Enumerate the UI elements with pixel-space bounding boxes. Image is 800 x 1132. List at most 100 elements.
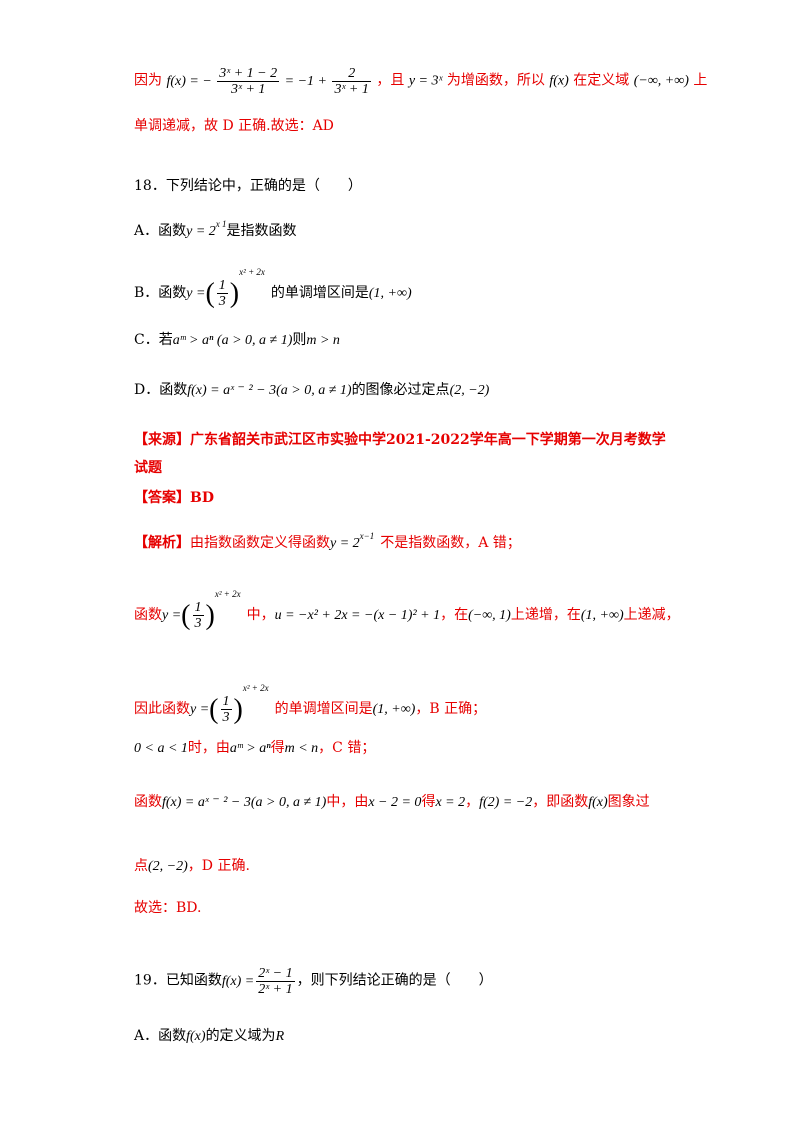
math-exp: x−1 — [359, 531, 375, 541]
math-y: y = — [186, 286, 206, 301]
den: 3 — [218, 294, 226, 310]
den: 2ˣ + 1 — [258, 982, 293, 997]
q18-option-c: C．若aᵐ > aⁿ (a > 0, a ≠ 1)则m > n — [134, 330, 340, 351]
text: 在定义域 — [573, 72, 630, 89]
text: 因此函数 — [134, 701, 190, 717]
q19-option-a: A．函数f(x)的定义域为R — [134, 1026, 284, 1047]
text: 点 — [134, 858, 148, 874]
num: 1 — [216, 278, 228, 295]
q18-option-a: A．函数y = 2x 1是指数函数 — [134, 214, 297, 242]
option-text: 则 — [292, 332, 307, 348]
math-exp: x 1 — [215, 219, 227, 229]
frac2-num: 2 — [332, 66, 371, 82]
source-label: 【来源】 — [134, 432, 190, 448]
math-fx-lhs: f(x) = − — [166, 73, 212, 89]
option-text: 的定义域为 — [205, 1028, 276, 1044]
fraction-2: 2 3ˣ + 1 — [332, 66, 371, 97]
analysis-line5: 函数f(x) = aˣ ⁻ ² − 3(a > 0, a ≠ 1)中，由x − … — [134, 792, 650, 813]
math-exp: x² + 2x — [214, 589, 241, 599]
math: f(2) = −2 — [479, 795, 533, 810]
text: 函数 — [134, 607, 162, 623]
math-interval: (1, +∞) — [580, 608, 624, 623]
num: 1 — [220, 694, 232, 711]
text: 不是指数函数，A 错； — [380, 535, 521, 551]
text: ， — [465, 794, 480, 810]
source-text: 广东省韶关市武江区市实验中学2021-2022学年高一下学期第一次月考数学 — [190, 432, 666, 448]
analysis-line7: 故选：BD. — [134, 900, 202, 916]
text: 因为 — [134, 72, 162, 89]
math-y: y = — [190, 702, 210, 717]
math-interval: (1, +∞) — [372, 702, 416, 717]
num: 2ˣ − 1 — [256, 966, 295, 982]
math: x − 2 = 0 — [368, 795, 422, 810]
text: 19．已知函数 — [134, 972, 222, 989]
math-fx: f(x) = − 3ˣ + 1 − 2 3ˣ + 1 = −1 + 2 3ˣ +… — [166, 66, 376, 97]
analysis-line4: 0 < a < 1时，由aᵐ > aⁿ得m < n，C 错； — [134, 738, 375, 759]
text: 中， — [246, 607, 275, 623]
q18-option-d: D．函数f(x) = aˣ ⁻ ² − 3(a > 0, a ≠ 1)的图像必过… — [134, 380, 489, 401]
answer-line: 【答案】BD — [134, 488, 214, 508]
q18-stem: 18．下列结论中，正确的是（ ） — [134, 178, 362, 194]
text: 中，由 — [326, 794, 369, 810]
left-paren: ( — [181, 599, 191, 631]
left-paren: ( — [205, 277, 215, 309]
option-text: 的单调增区间是 — [270, 285, 369, 301]
math-f: f(x) — [549, 73, 569, 89]
text: ，C 错； — [318, 740, 376, 756]
text: 上递减， — [623, 607, 680, 623]
math-R: R — [275, 1029, 285, 1044]
text: 为增函数，所以 — [446, 72, 545, 89]
text: ，即函数 — [532, 794, 589, 810]
math-exp: x² + 2x — [242, 683, 269, 693]
text: 函数 — [134, 794, 162, 810]
math-y3x: y = 3ˣ — [408, 73, 443, 89]
option-label: D．函数 — [134, 382, 188, 398]
math-base: y = 2 — [330, 536, 360, 551]
math: x = 2 — [435, 795, 466, 810]
math-c: aᵐ > aⁿ (a > 0, a ≠ 1) — [172, 333, 293, 348]
option-label: A．函数 — [134, 1028, 187, 1044]
fraction-1: 3ˣ + 1 − 2 3ˣ + 1 — [217, 66, 280, 97]
text: 得 — [270, 740, 285, 756]
q17-conclusion-line1: 因为 f(x) = − 3ˣ + 1 − 2 3ˣ + 1 = −1 + 2 3… — [134, 66, 707, 97]
q17-conclusion-line2: 单调递减，故 D 正确.故选：AD — [134, 118, 334, 134]
text: 时，由 — [187, 740, 230, 756]
den: 3 — [222, 710, 230, 726]
math-point: (2, −2) — [148, 859, 188, 874]
math-f: f(x) — [186, 1029, 206, 1044]
text: 由指数函数定义得函数 — [190, 535, 330, 551]
text: 上 — [693, 72, 708, 89]
text: ，且 — [376, 72, 405, 89]
text: 上递增，在 — [510, 607, 581, 623]
option-text: 是指数函数 — [226, 223, 297, 239]
text: ，则下列结论正确的是（ ） — [296, 972, 493, 989]
num: 1 — [192, 600, 204, 617]
frac2-den: 3ˣ + 1 — [334, 82, 369, 97]
math-domain: (−∞, +∞) — [633, 73, 689, 89]
option-label: B．函数 — [134, 285, 187, 301]
math-exp: x² + 2x — [239, 267, 265, 277]
frac1-den: 3ˣ + 1 — [231, 82, 266, 97]
source-line: 【来源】广东省韶关市武江区市实验中学2021-2022学年高一下学期第一次月考数… — [134, 430, 666, 450]
option-label: C．若 — [134, 332, 173, 348]
math-u: u = −x² + 2x = −(x − 1)² + 1 — [274, 608, 441, 623]
text: 图象过 — [607, 794, 650, 810]
text: ，B 正确； — [415, 701, 487, 717]
right-paren: ) — [233, 693, 243, 725]
math-eq2: = −1 + — [284, 73, 327, 89]
math-d: f(x) = aˣ ⁻ ² − 3(a > 0, a ≠ 1) — [187, 383, 352, 398]
math: y = 2x−1 — [330, 531, 374, 551]
left-paren: ( — [209, 693, 219, 725]
den: 3 — [194, 616, 202, 632]
right-paren: ) — [205, 599, 215, 631]
